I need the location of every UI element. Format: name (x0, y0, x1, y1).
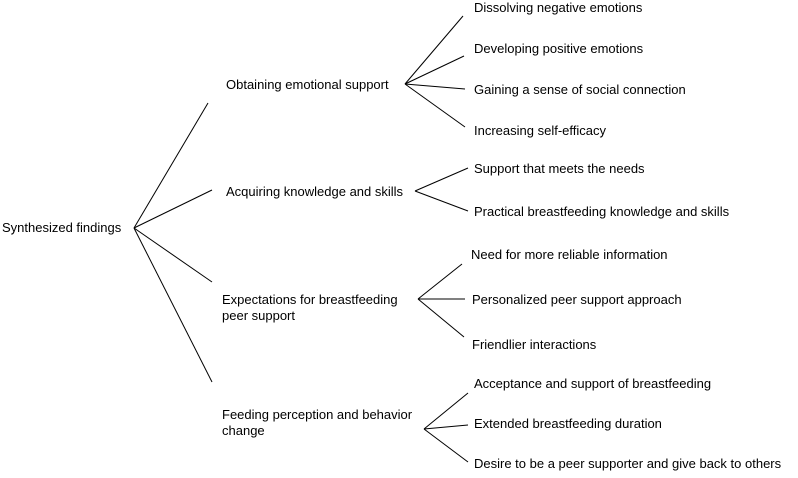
item-dissolving-negative-emotions: Dissolving negative emotions (474, 0, 643, 15)
connector-theme-1-item-4 (404, 83, 466, 128)
root-label: Synthesized findings (2, 220, 122, 235)
connector-root-theme-1 (133, 102, 209, 229)
connector-theme-3-item-1 (417, 263, 463, 300)
theme-label-emotional-support: Obtaining emotional support (226, 77, 389, 92)
item-developing-positive-emotions: Developing positive emotions (474, 41, 644, 56)
item-social-connection: Gaining a sense of social connection (474, 82, 686, 97)
connector-theme-1-item-3 (404, 83, 466, 90)
connector-theme-2-item-2 (414, 190, 469, 212)
item-friendlier-interactions: Friendlier interactions (472, 337, 597, 352)
connector-theme-4-item-1 (423, 392, 469, 430)
item-reliable-information: Need for more reliable information (471, 247, 668, 262)
item-peer-supporter-desire: Desire to be a peer supporter and give b… (474, 456, 782, 471)
item-acceptance-support: Acceptance and support of breastfeeding (474, 376, 712, 391)
connector-root-theme-2 (133, 189, 213, 229)
item-practical-knowledge: Practical breastfeeding knowledge and sk… (474, 204, 730, 219)
connector-theme-3-item-3 (417, 298, 465, 338)
item-support-meets-needs: Support that meets the needs (474, 161, 645, 176)
theme-label-knowledge-skills: Acquiring knowledge and skills (226, 184, 404, 199)
theme-label-feeding-perception: Feeding perception and behavior change (222, 407, 413, 438)
connector-root-theme-4 (133, 227, 213, 383)
theme-label-expectations: Expectations for breastfeeding peer supp… (222, 292, 398, 323)
item-extended-duration: Extended breastfeeding duration (474, 416, 662, 431)
connector-root-theme-3 (133, 227, 213, 283)
connector-theme-4-item-2 (423, 424, 469, 430)
connector-theme-2-item-1 (414, 167, 469, 192)
connector-theme-1-item-2 (404, 55, 465, 85)
connector-theme-1-item-1 (404, 15, 464, 85)
connector-theme-4-item-3 (423, 428, 469, 463)
item-self-efficacy: Increasing self-efficacy (474, 123, 606, 138)
item-personalized-approach: Personalized peer support approach (472, 292, 682, 307)
